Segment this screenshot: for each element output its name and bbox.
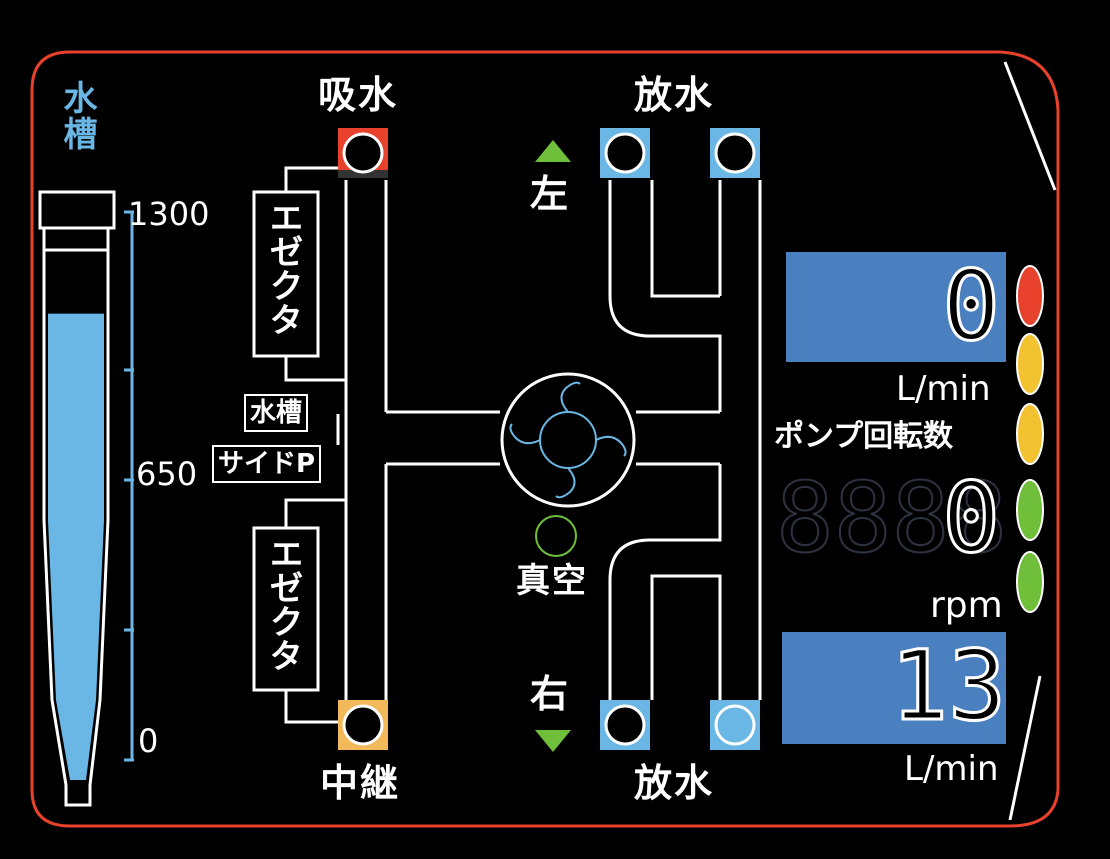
flow-left-unit: L/min [896,369,991,409]
lamp-green-1 [1016,479,1044,541]
lamp-yellow-1 [1016,333,1044,395]
ejector-top-label: エゼクタ [263,200,303,336]
ejector-bottom-label: エゼクタ [263,536,303,672]
discharge-top-label: 放水 [634,73,715,117]
pump-rpm-value: 0 [941,462,1002,574]
suction-piping [252,166,500,724]
relay-port [338,700,388,750]
discharge-left-label: 左 [530,172,571,216]
lamp-red [1016,265,1044,327]
discharge-port-top-right [710,128,760,178]
pump-impeller [500,372,636,508]
discharge-bottom-label: 放水 [634,761,715,805]
tank-scale-bottom: 0 [138,722,159,760]
lamp-green-2 [1016,551,1044,613]
discharge-right-label: 右 [530,672,571,716]
vacuum-label: 真空 [516,561,588,601]
flow-right-value: 13 [889,630,1008,742]
tank-label: 水槽 [57,80,97,152]
source-side-tag: サイドP [212,445,322,483]
pump-rpm-unit: rpm [930,585,1003,626]
arrow-up-icon [535,140,571,162]
vacuum-indicator [535,515,577,557]
tank-gauge [38,190,134,807]
suction-port [338,128,388,178]
source-tank-tag: 水槽 [244,394,309,432]
panel-frame [30,50,1060,828]
pump-rpm-label: ポンプ回転数 [774,419,954,454]
flow-right-bar [782,632,1006,744]
discharge-port-bottom-left [600,700,650,750]
suction-label: 吸水 [318,73,399,117]
tank-level-fill [48,313,104,780]
discharge-port-top-left [600,128,650,178]
discharge-piping [608,180,762,700]
tank-scale-top: 1300 [128,195,210,233]
pump-rpm-ghost-digits: 8888 [775,462,1008,574]
lamp-yellow-2 [1016,403,1044,465]
status-lamps [1016,265,1044,613]
tank-scale-mid: 650 [136,455,198,493]
discharge-port-bottom-right [710,700,760,750]
flow-left-bar [786,252,1006,362]
arrow-down-icon [535,730,571,752]
relay-label: 中継 [320,761,401,805]
flow-left-value: 0 [941,250,1002,362]
flow-right-unit: L/min [904,749,999,789]
